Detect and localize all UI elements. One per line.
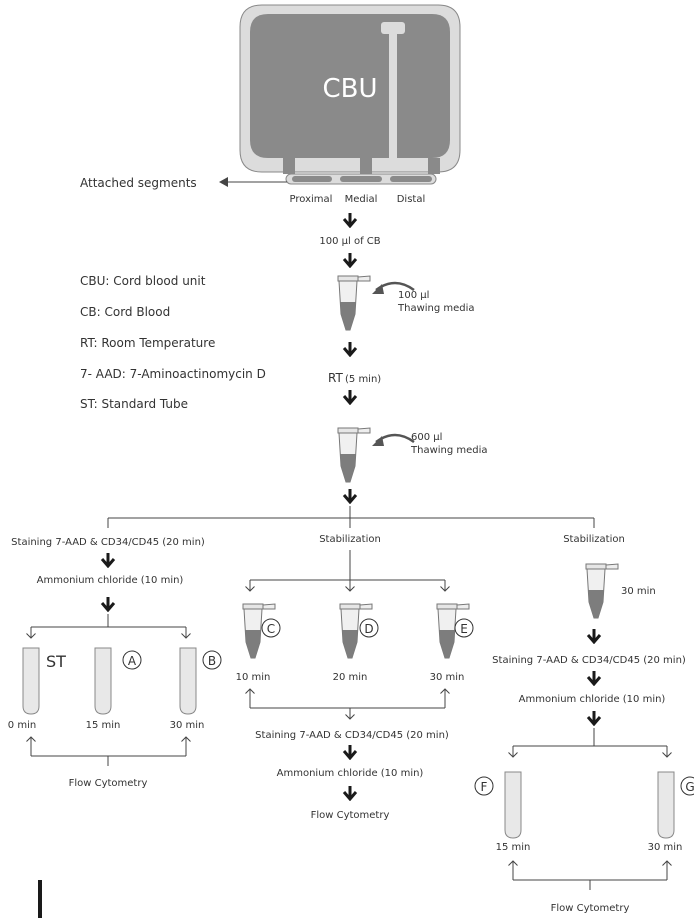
add-media-1-arrowhead <box>372 284 384 294</box>
left-thin-arrow-b <box>182 627 191 638</box>
rt-label: RT <box>328 371 343 385</box>
right-split-connector <box>513 728 667 746</box>
middle-arrow-2 <box>344 786 356 799</box>
middle-thin-arrow-merge <box>346 708 355 719</box>
cbu-bag-label: CBU <box>322 74 377 104</box>
tube-2-eppendorf <box>338 428 370 482</box>
st-tube-time: 0 min <box>8 720 36 731</box>
right-title: Stabilization <box>563 534 625 545</box>
middle-thin-arrow-e <box>441 580 450 591</box>
segment-distal-label: Distal <box>397 194 426 205</box>
legend-7aad: 7- AAD: 7-Aminoactinomycin D <box>80 367 266 381</box>
add-media-2-media: Thawing media <box>410 445 488 456</box>
right-arrow-1 <box>588 629 600 642</box>
segments-pointer-arrowhead <box>219 177 228 187</box>
right-up-arrow-2 <box>663 861 672 872</box>
tube-d-label: D <box>364 622 373 636</box>
tube-d-time: 20 min <box>333 672 368 683</box>
left-lysis: Ammonium chloride (10 min) <box>37 575 184 586</box>
right-thin-arrow-f <box>509 746 518 757</box>
segment-medial-label: Medial <box>345 194 378 205</box>
right-lysis: Ammonium chloride (10 min) <box>519 694 666 705</box>
sample-label: 100 µl of CB <box>319 236 380 247</box>
legend: CBU: Cord blood unit CB: Cord Blood RT: … <box>80 274 266 411</box>
tube-e-time: 30 min <box>430 672 465 683</box>
right-staining: Staining 7-AAD & CD34/CD45 (20 min) <box>492 655 686 666</box>
tube-b <box>180 648 196 714</box>
right-tube-time: 30 min <box>621 586 656 597</box>
main-arrow-4 <box>344 390 356 403</box>
middle-up-arrow-1 <box>246 689 255 700</box>
main-arrow-2 <box>344 253 356 266</box>
main-arrow-1 <box>344 213 356 226</box>
middle-title: Stabilization <box>319 534 381 545</box>
tube-c-label: C <box>267 622 275 636</box>
tube-a <box>95 648 111 714</box>
tube-f-time: 15 min <box>496 842 531 853</box>
tube-b-label: B <box>208 654 216 668</box>
right-merge-connector <box>513 872 667 890</box>
rt-time: (5 min) <box>345 374 381 385</box>
middle-readout: Flow Cytometry <box>311 810 390 821</box>
tube-a-label: A <box>128 654 137 668</box>
left-arrow-2 <box>102 597 114 610</box>
left-up-arrow-1 <box>27 737 36 748</box>
tube-g-time: 30 min <box>648 842 683 853</box>
tube-a-time: 15 min <box>86 720 121 731</box>
right-tube-eppendorf <box>586 564 618 618</box>
left-staining: Staining 7-AAD & CD34/CD45 (20 min) <box>11 537 205 548</box>
corner-mark <box>38 880 42 918</box>
tube-e-label: E <box>460 622 468 636</box>
legend-cb: CB: Cord Blood <box>80 305 170 319</box>
tube-1-eppendorf <box>338 276 370 330</box>
middle-lysis: Ammonium chloride (10 min) <box>277 768 424 779</box>
st-tube-label: ST <box>46 652 66 671</box>
add-media-2-arrowhead <box>372 436 384 446</box>
left-split-connector <box>31 614 186 627</box>
middle-staining: Staining 7-AAD & CD34/CD45 (20 min) <box>255 730 449 741</box>
left-thin-arrow-st <box>27 627 36 638</box>
segment-proximal-label: Proximal <box>290 194 333 205</box>
middle-merge-connector <box>250 700 445 708</box>
middle-thin-arrow-c <box>246 580 255 591</box>
attached-segments <box>286 174 436 184</box>
legend-rt: RT: Room Temperature <box>80 336 215 350</box>
standard-tube <box>23 648 39 714</box>
add-media-1-volume: 100 µl <box>398 290 429 301</box>
legend-cbu: CBU: Cord blood unit <box>80 274 206 288</box>
attached-segments-label: Attached segments <box>80 176 197 190</box>
middle-up-arrow-2 <box>441 689 450 700</box>
legend-st: ST: Standard Tube <box>80 397 188 411</box>
main-arrow-3 <box>344 342 356 355</box>
left-readout: Flow Cytometry <box>69 778 148 789</box>
tube-f <box>505 772 521 838</box>
right-arrow-2 <box>588 671 600 684</box>
left-merge-connector <box>31 748 186 766</box>
add-media-2-volume: 600 µl <box>411 432 442 443</box>
tube-f-label: F <box>481 780 488 794</box>
tube-g <box>658 772 674 838</box>
right-readout: Flow Cytometry <box>551 903 630 914</box>
add-media-1-media: Thawing media <box>397 303 475 314</box>
middle-split-connector <box>250 550 445 580</box>
tube-g-label: G <box>685 780 694 794</box>
tube-b-time: 30 min <box>170 720 205 731</box>
right-arrow-3 <box>588 711 600 724</box>
right-thin-arrow-g <box>663 746 672 757</box>
left-up-arrow-2 <box>182 737 191 748</box>
tube-c-time: 10 min <box>236 672 271 683</box>
left-arrow-1 <box>102 553 114 566</box>
middle-arrow-1 <box>344 745 356 758</box>
right-up-arrow-1 <box>509 861 518 872</box>
cbu-bag: CBU <box>240 5 460 174</box>
split-connector <box>108 506 594 528</box>
middle-thin-arrow-d <box>346 580 355 591</box>
main-arrow-5 <box>344 489 356 502</box>
